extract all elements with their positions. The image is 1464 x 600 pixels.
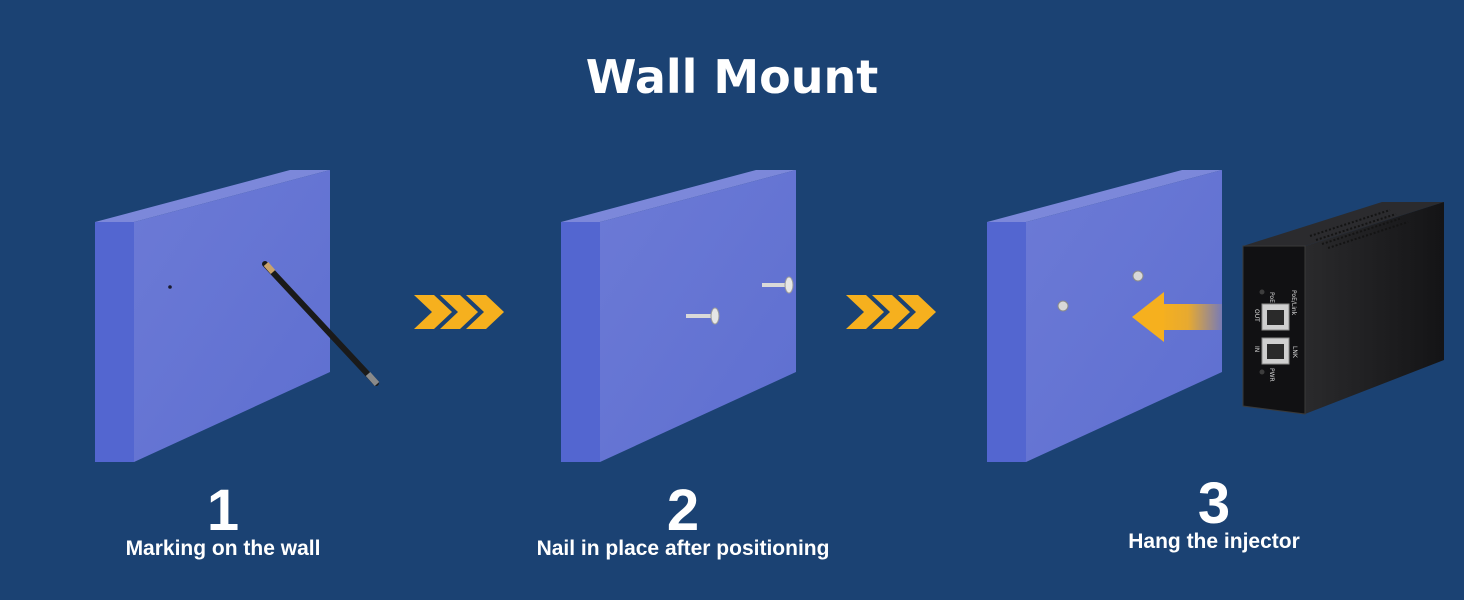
wall-block-2 (561, 170, 796, 462)
led-indicator (1259, 289, 1265, 295)
screw-icon (762, 276, 794, 294)
wall-block-1 (95, 170, 380, 462)
screw-head-icon (1057, 300, 1069, 312)
wall-face-1 (134, 170, 330, 462)
led-indicator (1259, 369, 1265, 375)
page-title: Wall Mount (585, 50, 879, 104)
wall-side-3 (987, 222, 1026, 462)
step-label-2: Nail in place after positioning (536, 537, 830, 560)
port-label-in: IN (1253, 346, 1260, 352)
chevron-arrows-icon (414, 295, 504, 329)
port-label-poe: PoE (1268, 292, 1275, 303)
step-label-3: Hang the injector (1128, 530, 1300, 553)
chevron-arrows-icon (846, 295, 936, 329)
port-label-out: OUT (1253, 309, 1260, 322)
wall-top-3 (987, 170, 1222, 222)
rj45-port-out (1261, 303, 1290, 331)
device-body (1305, 202, 1444, 414)
port-label-data-poe: PoE/Link (1290, 290, 1297, 316)
rj45-port-in (1261, 337, 1290, 365)
port-label-pwr: PWR (1268, 368, 1275, 382)
wall-face-3 (1026, 170, 1222, 462)
step-number-2: 2 (666, 478, 700, 543)
arrow-left-icon (1132, 292, 1222, 342)
wall-top-1 (95, 170, 330, 222)
wall-side-2 (561, 222, 600, 462)
screw-icon (686, 307, 720, 325)
port-label-lnk: LNK (1291, 346, 1298, 359)
wall-mark-dot (168, 285, 172, 289)
poe-injector-device: PoE PoE/Link OUT IN LNK PWR (1242, 202, 1444, 415)
device-top (1243, 202, 1444, 246)
wall-block-3 (987, 170, 1222, 462)
step-label-1: Marking on the wall (125, 537, 321, 560)
pencil-icon (262, 261, 380, 387)
screw-head-icon (1132, 270, 1144, 282)
wall-side-1 (95, 222, 134, 462)
wall-top-2 (561, 170, 796, 222)
step-number-3: 3 (1197, 471, 1231, 536)
step-number-1: 1 (206, 478, 240, 543)
